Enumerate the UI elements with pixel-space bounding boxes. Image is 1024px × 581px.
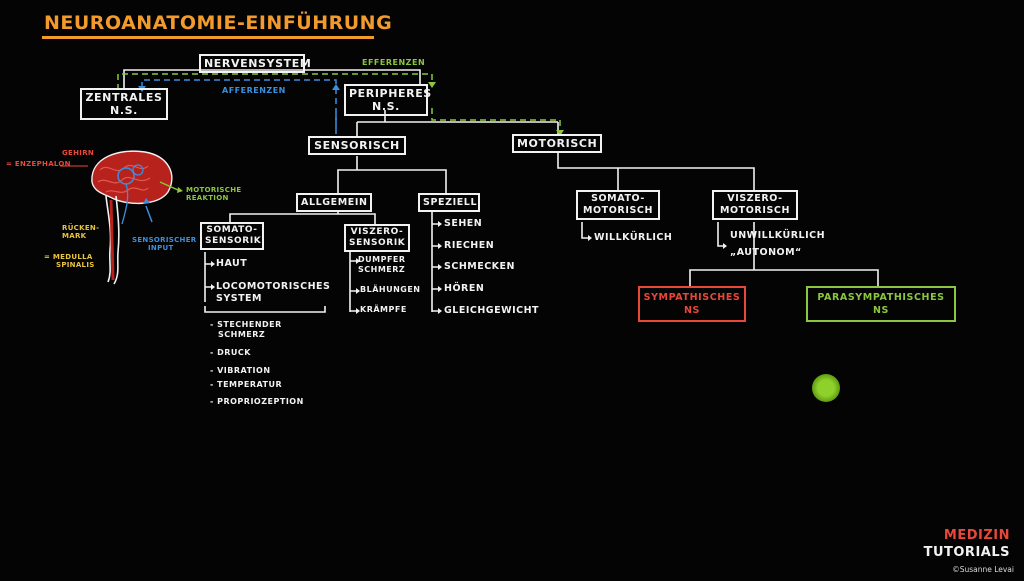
node-somatomotorisch-line1: SOMATO- bbox=[591, 193, 645, 204]
label-sensorischer-line2: INPUT bbox=[148, 244, 174, 252]
node-somatomotorisch: SOMATO- MOTORISCH bbox=[576, 190, 660, 220]
list-item: SCHMERZ bbox=[218, 330, 266, 339]
node-zentrales-ns: ZENTRALES N.S. bbox=[80, 88, 168, 120]
node-viszerosensorik: VISZERO- SENSORIK bbox=[344, 224, 410, 252]
label-motorische-reaktion: MOTORISCHE REAKTION bbox=[186, 186, 241, 202]
node-zentrales-label: ZENTRALES bbox=[85, 91, 163, 104]
list-item: - PROPRIOZEPTION bbox=[210, 397, 304, 406]
list-item: BLÄHUNGEN bbox=[360, 285, 421, 294]
node-sensorisch-label: SENSORISCH bbox=[314, 139, 400, 152]
node-viszeromotorisch: VISZERO- MOTORISCH bbox=[712, 190, 798, 220]
node-somatosensorik-line2: SENSORIK bbox=[205, 236, 262, 246]
node-parasympathisches-ns: PARASYMPATHISCHES NS bbox=[806, 286, 956, 322]
node-sympathisches-line2: NS bbox=[684, 305, 700, 316]
node-sympathisches-ns: SYMPATHISCHES NS bbox=[638, 286, 746, 322]
node-allgemein: ALLGEMEIN bbox=[296, 193, 372, 212]
list-item: GLEICHGEWICHT bbox=[444, 305, 540, 316]
list-item: WILLKÜRLICH bbox=[594, 232, 673, 243]
list-item: DUMPFER bbox=[358, 255, 406, 264]
label-enzephalon: = ENZEPHALON bbox=[6, 160, 71, 168]
node-peripheres-abbr: N.S. bbox=[372, 100, 400, 113]
label-sensorischer-line1: SENSORISCHER bbox=[132, 236, 197, 244]
label-rueckenmark-line1: RÜCKEN- bbox=[62, 224, 100, 232]
title-underline bbox=[42, 36, 374, 39]
node-nervensystem: NERVENSYSTEM bbox=[199, 54, 311, 73]
node-sensorisch: SENSORISCH bbox=[308, 136, 406, 155]
node-viszerosensorik-line2: SENSORIK bbox=[349, 238, 406, 248]
node-motorisch-label: MOTORISCH bbox=[517, 137, 598, 150]
label-medulla-spinalis: = MEDULLA SPINALIS bbox=[44, 253, 95, 269]
list-item: - STECHENDER bbox=[210, 320, 282, 329]
list-item: SCHMECKEN bbox=[444, 261, 515, 272]
label-medulla-line1: = MEDULLA bbox=[44, 253, 93, 261]
node-speziell: SPEZIELL bbox=[418, 193, 480, 212]
list-item: „AUTONOM“ bbox=[730, 247, 802, 258]
label-afferenzen: AFFERENZEN bbox=[222, 86, 286, 95]
label-motorische-line1: MOTORISCHE bbox=[186, 186, 242, 194]
node-peripheres-ns: PERIPHERES N.S. bbox=[344, 84, 432, 116]
list-item: UNWILLKÜRLICH bbox=[730, 230, 826, 241]
brain-illustration bbox=[60, 150, 183, 285]
list-item: HÖREN bbox=[444, 283, 485, 294]
logo-medizin: MEDIZIN bbox=[943, 528, 1010, 543]
label-motorische-line2: REAKTION bbox=[186, 194, 229, 202]
list-item: - VIBRATION bbox=[210, 366, 271, 375]
node-speziell-label: SPEZIELL bbox=[423, 197, 478, 208]
list-item: RIECHEN bbox=[444, 240, 495, 251]
node-viszeromotorisch-line1: VISZERO- bbox=[727, 193, 783, 204]
copyright-text: ©Susanne Levai bbox=[952, 565, 1014, 574]
node-somatomotorisch-line2: MOTORISCH bbox=[582, 205, 654, 216]
node-somatosensorik: SOMATO- SENSORIK bbox=[200, 222, 264, 250]
label-sensorischer-input: SENSORISCHER INPUT bbox=[132, 236, 196, 252]
node-allgemein-label: ALLGEMEIN bbox=[301, 197, 368, 208]
label-efferenzen: EFFERENZEN bbox=[362, 58, 426, 67]
list-item: SYSTEM bbox=[216, 293, 262, 304]
list-item: KRÄMPFE bbox=[360, 305, 407, 314]
page-title: NEUROANATOMIE-EINFÜHRUNG bbox=[44, 12, 393, 34]
node-parasympathisches-line2: NS bbox=[873, 305, 889, 316]
list-item: - TEMPERATUR bbox=[210, 380, 283, 389]
label-rueckenmark: RÜCKEN- MARK bbox=[62, 224, 99, 240]
label-rueckenmark-line2: MARK bbox=[62, 232, 87, 240]
list-item: SCHMERZ bbox=[358, 265, 406, 274]
pointer-dot bbox=[812, 374, 840, 402]
node-viszeromotorisch-line2: MOTORISCH bbox=[719, 205, 791, 216]
node-sympathisches-line1: SYMPATHISCHES bbox=[643, 292, 741, 303]
node-motorisch: MOTORISCH bbox=[512, 134, 602, 153]
list-item: SEHEN bbox=[444, 218, 483, 229]
node-zentrales-abbr: N.S. bbox=[110, 104, 138, 117]
node-nervensystem-label: NERVENSYSTEM bbox=[204, 57, 312, 70]
label-gehirn: GEHIRN bbox=[62, 149, 95, 157]
node-somatosensorik-line1: SOMATO- bbox=[206, 225, 258, 235]
node-parasympathisches-line1: PARASYMPATHISCHES bbox=[817, 292, 945, 303]
label-medulla-line2: SPINALIS bbox=[56, 261, 95, 269]
logo-tutorials: TUTORIALS bbox=[923, 545, 1010, 560]
node-viszerosensorik-line1: VISZERO- bbox=[350, 227, 404, 237]
list-item: LOCOMOTORISCHES bbox=[216, 281, 331, 292]
node-peripheres-label: PERIPHERES bbox=[349, 87, 432, 100]
list-item: - DRUCK bbox=[210, 348, 251, 357]
list-item: HAUT bbox=[216, 258, 248, 269]
